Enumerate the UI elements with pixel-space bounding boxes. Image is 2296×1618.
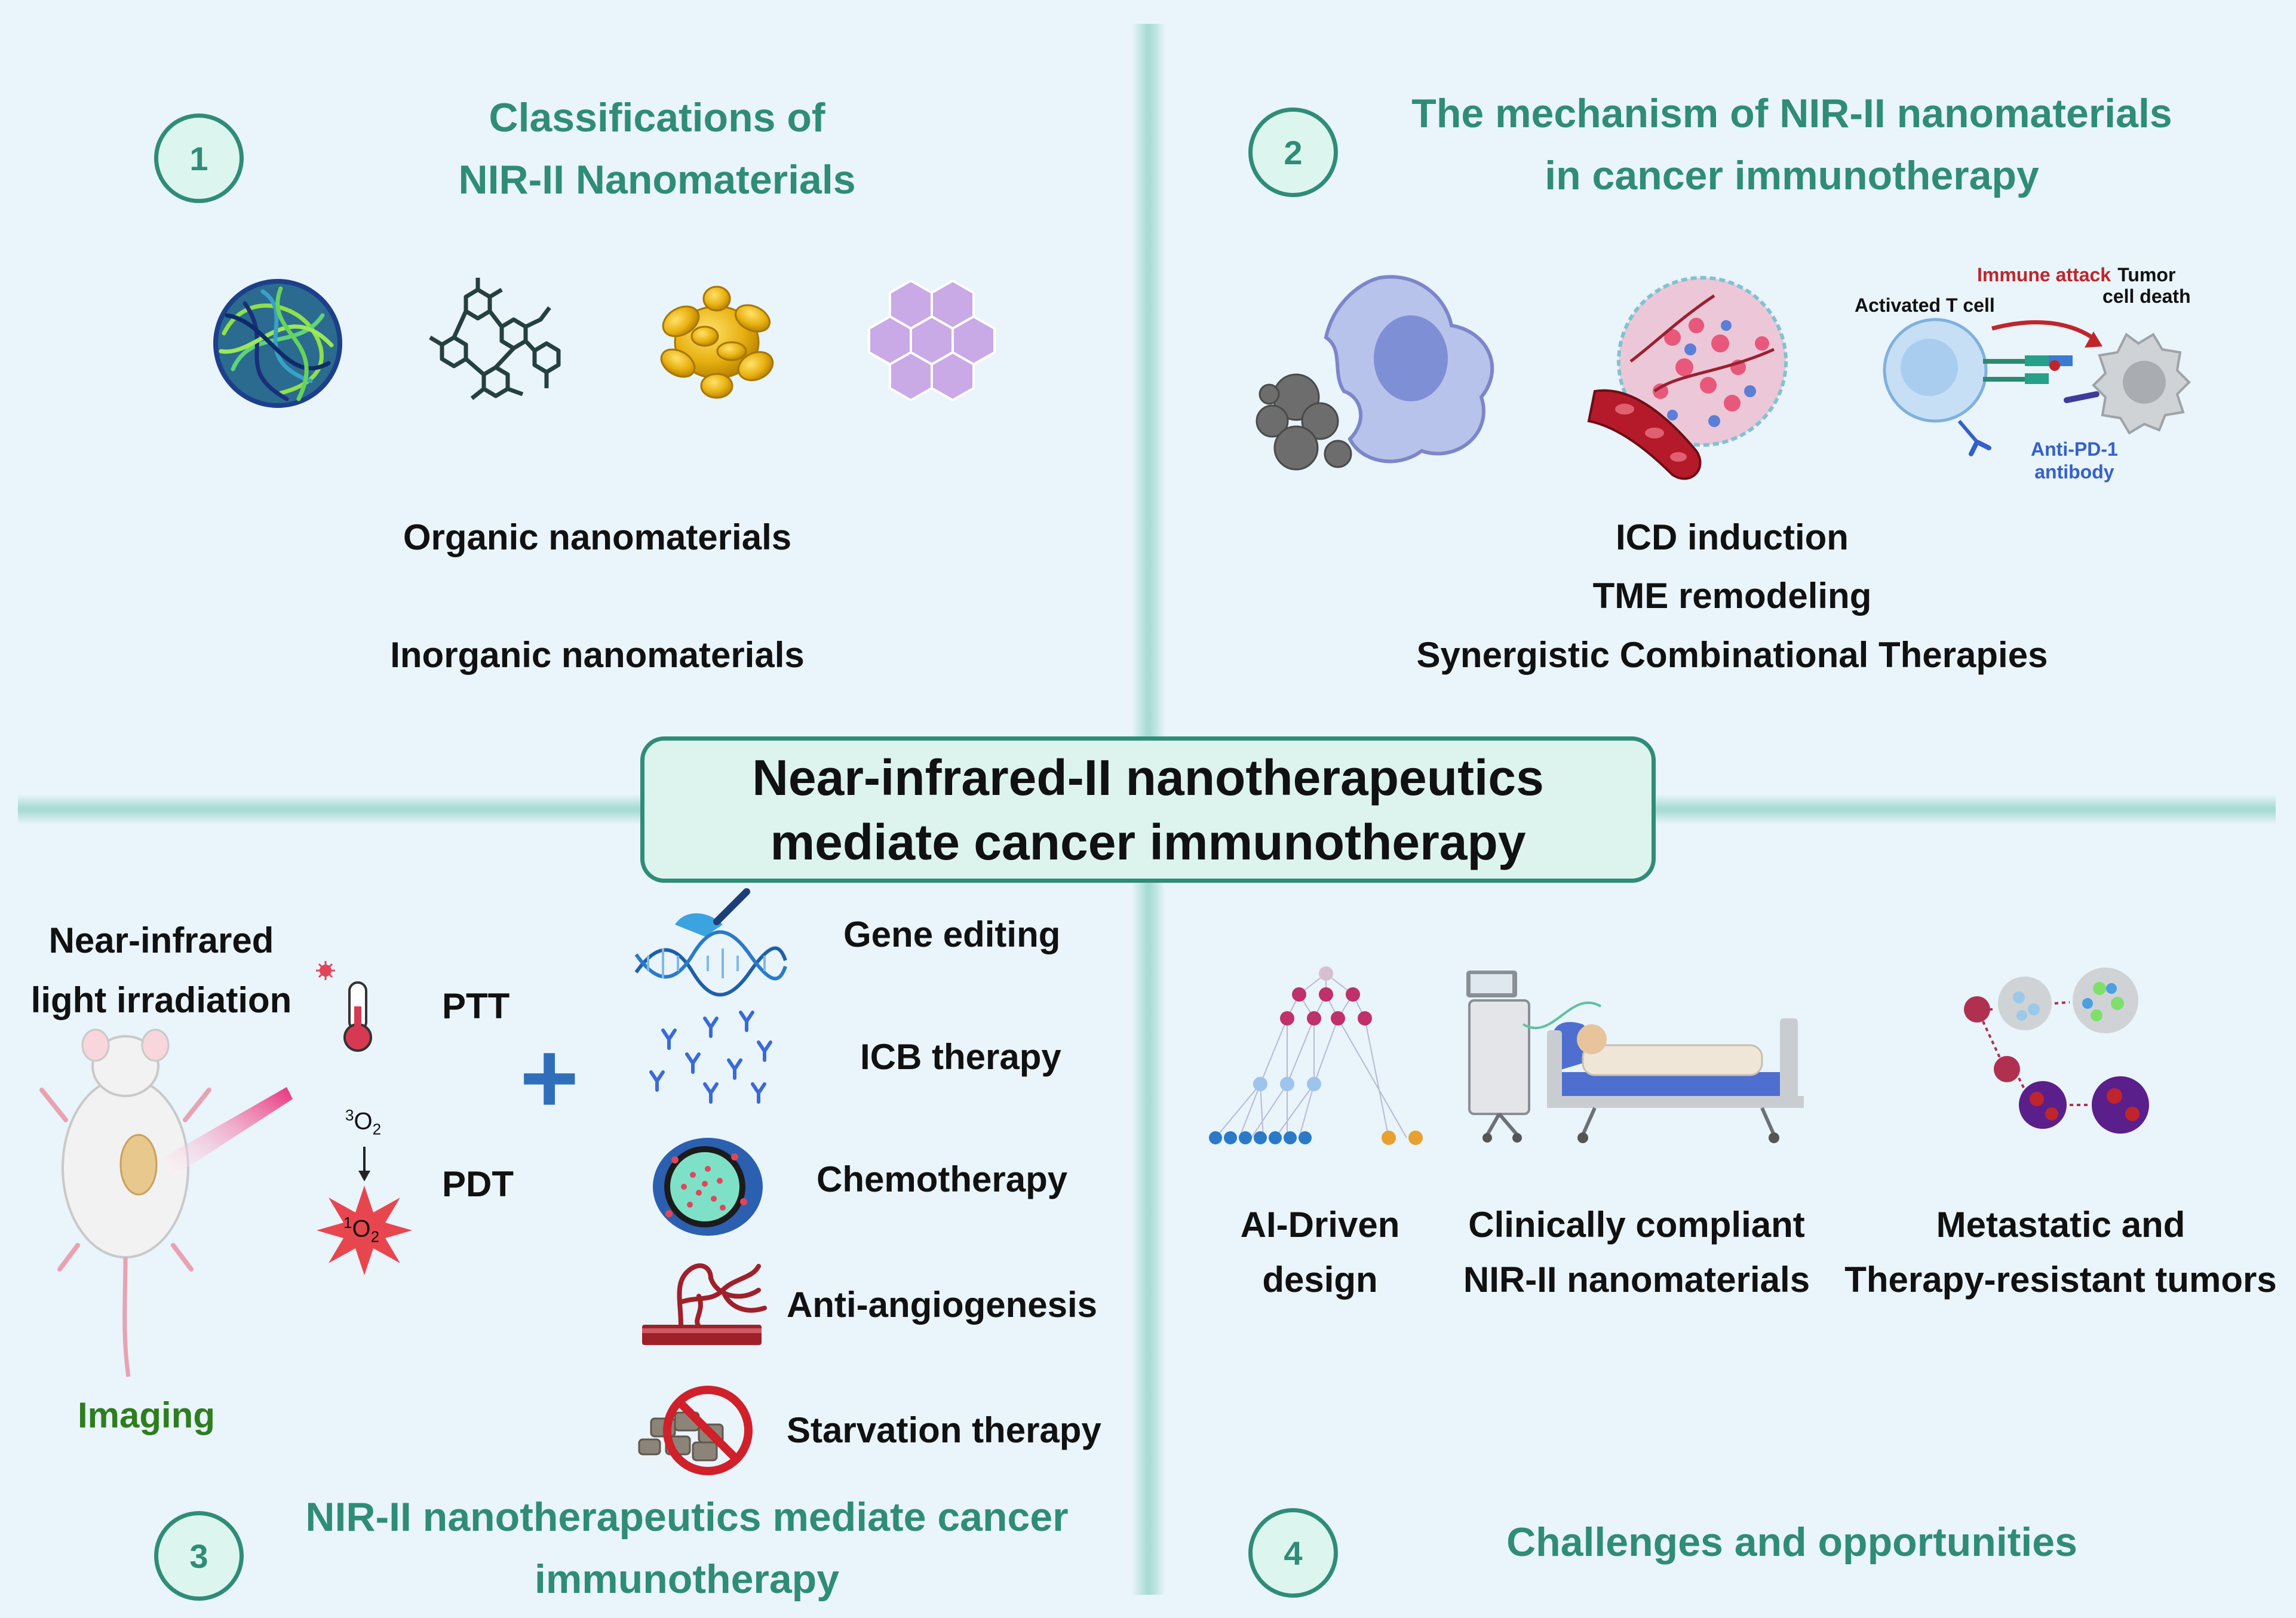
synergistic-therapies-label: Synergistic Combinational Therapies: [1416, 635, 2048, 675]
anti-pd1-antibody-label: Anti-PD-1 antibody: [2031, 438, 2118, 483]
section-number-2: 2: [1248, 108, 1338, 197]
clinically-compliant-label: Clinically compliant NIR-II nanomaterial…: [1398, 1198, 1876, 1307]
chemotherapy-nanoparticle-icon: [653, 1138, 763, 1236]
down-arrow-icon: [358, 1147, 370, 1181]
singlet-oxygen-burst-icon: [317, 1186, 412, 1275]
gene-editing-label: Gene editing: [843, 914, 1061, 954]
chemotherapy-label: Chemotherapy: [817, 1159, 1068, 1199]
t-cell-tumor-interaction-icon: [1883, 318, 2191, 456]
tumor-microenvironment-icon: [1587, 276, 1788, 480]
ai-driven-design-line1: AI-Driven: [1240, 1205, 1400, 1245]
tumor-label-line2: cell death: [2102, 285, 2191, 307]
nir-irradiation-line1: Near-infrared: [48, 920, 274, 960]
laser-beam-icon: [161, 1087, 293, 1177]
section-title-2-line2: in cancer immunotherapy: [1545, 153, 2039, 198]
pdt-label: PDT: [442, 1164, 514, 1204]
tumor-cell-death-label: Tumor cell death: [2102, 264, 2191, 307]
metastasis-progression-icon: [1964, 968, 2149, 1134]
section-title-4: Challenges and opportunities: [1506, 1519, 2077, 1565]
section-number-4: 4: [1248, 1508, 1338, 1598]
nir-irradiation-label: Near-infrared light irradiation: [12, 911, 311, 1030]
triplet-oxygen-sub: 2: [372, 1120, 382, 1138]
antibody-label-line1: Anti-PD-1: [2031, 438, 2118, 460]
anti-angiogenesis-icon: [642, 1263, 767, 1345]
section-title-1-line2: NIR-II Nanomaterials: [458, 157, 856, 202]
neural-network-icon: [1209, 966, 1423, 1145]
central-title-line2: mediate cancer immunotherapy: [770, 813, 1526, 870]
ptt-label: PTT: [442, 986, 510, 1026]
section-title-2-line1: The mechanism of NIR-II nanomaterials: [1411, 91, 2172, 136]
polymer-nanoparticle-icon: [213, 279, 342, 408]
section-title-3: NIR-II nanotherapeutics mediate cancer i…: [299, 1486, 1075, 1610]
gene-editing-icon: [634, 888, 787, 997]
section-title-2: The mechanism of NIR-II nanomaterials in…: [1374, 82, 2210, 207]
tumor-label-line1: Tumor: [2117, 264, 2176, 285]
activated-t-cell-label: Activated T cell: [1855, 294, 1995, 316]
antibody-label-line2: antibody: [2034, 461, 2114, 483]
singlet-oxygen-sub: 2: [370, 1227, 380, 1246]
mouse-icon: [39, 1028, 211, 1377]
metastatic-tumors-line1: Metastatic and: [1936, 1205, 2186, 1245]
imaging-label: Imaging: [78, 1395, 216, 1435]
singlet-oxygen-o: O: [352, 1215, 371, 1242]
organic-nanomaterials-label: Organic nanomaterials: [403, 517, 792, 557]
icb-therapy-label: ICB therapy: [860, 1037, 1061, 1077]
metastatic-tumors-label: Metastatic and Therapy-resistant tumors: [1828, 1198, 2294, 1307]
ai-driven-design-line2: design: [1262, 1260, 1378, 1300]
icd-induction-label: ICD induction: [1616, 517, 1849, 557]
gold-nanostructure-icon: [660, 285, 774, 399]
starvation-therapy-icon: [638, 1386, 753, 1475]
section-title-1: Classifications of NIR-II Nanomaterials: [358, 87, 956, 211]
section-number-3: 3: [154, 1511, 244, 1601]
clinically-compliant-line2: NIR-II nanomaterials: [1463, 1260, 1810, 1300]
clinically-compliant-line1: Clinically compliant: [1468, 1205, 1805, 1245]
section-title-1-line1: Classifications of: [489, 95, 825, 140]
inorganic-nanomaterials-label: Inorganic nanomaterials: [390, 635, 805, 675]
plus-sign: +: [520, 1021, 579, 1135]
central-title-box: Near-infrared-II nanotherapeutics mediat…: [640, 736, 1656, 883]
anti-angiogenesis-label: Anti-angiogenesis: [787, 1285, 1098, 1325]
singlet-oxygen-label: 1O2: [343, 1214, 379, 1246]
metastatic-tumors-line2: Therapy-resistant tumors: [1844, 1260, 2277, 1300]
nir-irradiation-line2: light irradiation: [30, 980, 292, 1020]
section-title-3-line1: NIR-II nanotherapeutics mediate cancer: [305, 1494, 1069, 1540]
hexagonal-nanosheet-icon: [868, 279, 996, 402]
starvation-therapy-label: Starvation therapy: [787, 1410, 1101, 1450]
triplet-oxygen-o: O: [354, 1108, 373, 1135]
tme-remodeling-label: TME remodeling: [1592, 576, 1872, 616]
molecular-structure-icon: [429, 278, 561, 400]
macrophage-phagocytosis-icon: [1256, 275, 1494, 471]
triplet-oxygen-label: 3O2: [345, 1106, 381, 1138]
section-title-3-line2: immunotherapy: [534, 1556, 840, 1602]
singlet-oxygen-sup: 1: [343, 1214, 352, 1232]
clinical-hospital-bed-icon: [1466, 971, 1804, 1143]
section-number-1: 1: [154, 113, 244, 203]
antibody-cluster-icon: [649, 1011, 772, 1104]
thermometer-icon: [316, 961, 372, 1052]
triplet-oxygen-sup: 3: [345, 1106, 354, 1124]
immune-attack-label: Immune attack: [1977, 264, 2111, 285]
ai-driven-design-label: AI-Driven design: [1171, 1198, 1469, 1307]
central-title-line1: Near-infrared-II nanotherapeutics: [752, 749, 1544, 806]
